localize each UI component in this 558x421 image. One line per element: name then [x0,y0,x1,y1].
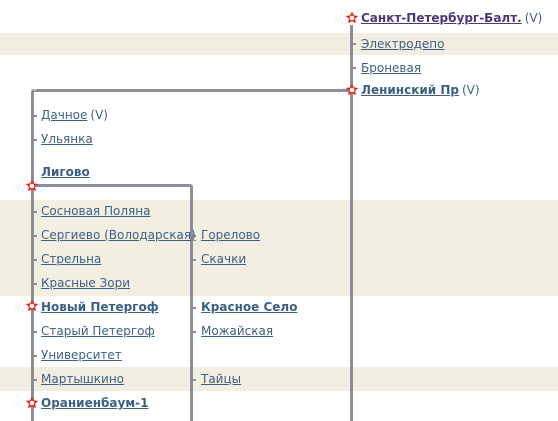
station-universitet: Университет [41,347,122,363]
station-tick [353,43,356,45]
station-martyshkino: Мартышкино [41,371,124,387]
station-link[interactable]: Новый Петергоф [41,300,159,314]
station-link[interactable]: Красные Зори [41,276,131,290]
row-band [0,200,558,296]
station-note: (V) [524,11,543,25]
row-band [0,367,558,391]
station-link[interactable]: Тайцы [201,372,242,386]
station-link[interactable]: Ленинский Пр [361,83,459,97]
west-line-track [31,89,34,421]
station-link[interactable]: Броневая [361,61,422,75]
station-link[interactable]: Сергиево (Володарская) [41,228,196,242]
station-novy-peterhof: Новый Петергоф [41,299,159,315]
station-tick [34,259,37,261]
station-link[interactable]: Можайская [201,324,274,338]
station-tick [34,211,37,213]
station-tick [353,67,356,69]
station-bronevaya: Броневая [361,60,421,76]
station-link[interactable]: Красное Село [201,300,298,314]
station-stary-peterhof: Старый Петергоф [41,323,155,339]
station-link[interactable]: Дачное [41,108,88,122]
station-link[interactable]: Скачки [201,252,247,266]
station-tick [193,331,196,333]
station-krasnoe-selo: Красное Село [201,299,297,315]
station-oranienbaum: Ораниенбаум-1 [41,395,148,411]
station-tick [193,307,196,309]
station-link[interactable]: Электродепо [361,37,445,51]
station-tick [34,115,37,117]
station-tick [34,331,37,333]
station-tick [34,283,37,285]
station-tick [193,235,196,237]
station-sergievo: Сергиево (Володарская) [41,227,196,243]
station-tick [34,355,37,357]
station-link[interactable]: Ульянка [41,132,93,146]
station-tick [193,379,196,381]
station-dachnoe: Дачное(V) [41,107,108,123]
station-taitsy: Тайцы [201,371,241,387]
junction-marker-icon [25,396,39,409]
station-tick [193,259,196,261]
junction-marker-icon [345,11,359,24]
station-tick [34,379,37,381]
station-leninsky: Ленинский Пр(V) [361,82,480,98]
station-mozhayskaya: Можайская [201,323,273,339]
junction-marker-icon [25,299,39,312]
krasnoe-selo-line-track [190,184,193,421]
station-strelna: Стрельна [41,251,101,267]
main-line-track [350,25,353,421]
station-elektrodepo: Электродепо [361,36,445,52]
station-sosnovaya: Сосновая Поляна [41,203,150,219]
station-krasnye-zori: Красные Зори [41,275,130,291]
junction-marker-icon [25,179,39,192]
station-ligovo: Лигово [41,164,90,180]
station-tick [34,139,37,141]
station-ulyanka: Ульянка [41,131,93,147]
station-link[interactable]: Стрельна [41,252,102,266]
station-link[interactable]: Старый Петергоф [41,324,155,338]
station-link[interactable]: Санкт-Петербург-Балт. [361,11,522,25]
junction-marker-icon [345,83,359,96]
station-link[interactable]: Лигово [41,165,90,179]
station-note: (V) [461,83,480,97]
branch-connector-track [34,89,352,92]
station-skachki: Скачки [201,251,246,267]
station-link[interactable]: Сосновая Поляна [41,204,151,218]
station-link[interactable]: Ораниенбаум-1 [41,396,149,410]
row-band [0,33,558,55]
krasnoe-selo-connector-track [34,184,192,187]
station-spb-balt: Санкт-Петербург-Балт.(V) [361,10,542,26]
station-link[interactable]: Мартышкино [41,372,125,386]
station-link[interactable]: Горелово [201,228,261,242]
station-tick [34,235,37,237]
station-note: (V) [90,108,108,122]
station-link[interactable]: Университет [41,348,122,362]
station-gorelovo: Горелово [201,227,260,243]
